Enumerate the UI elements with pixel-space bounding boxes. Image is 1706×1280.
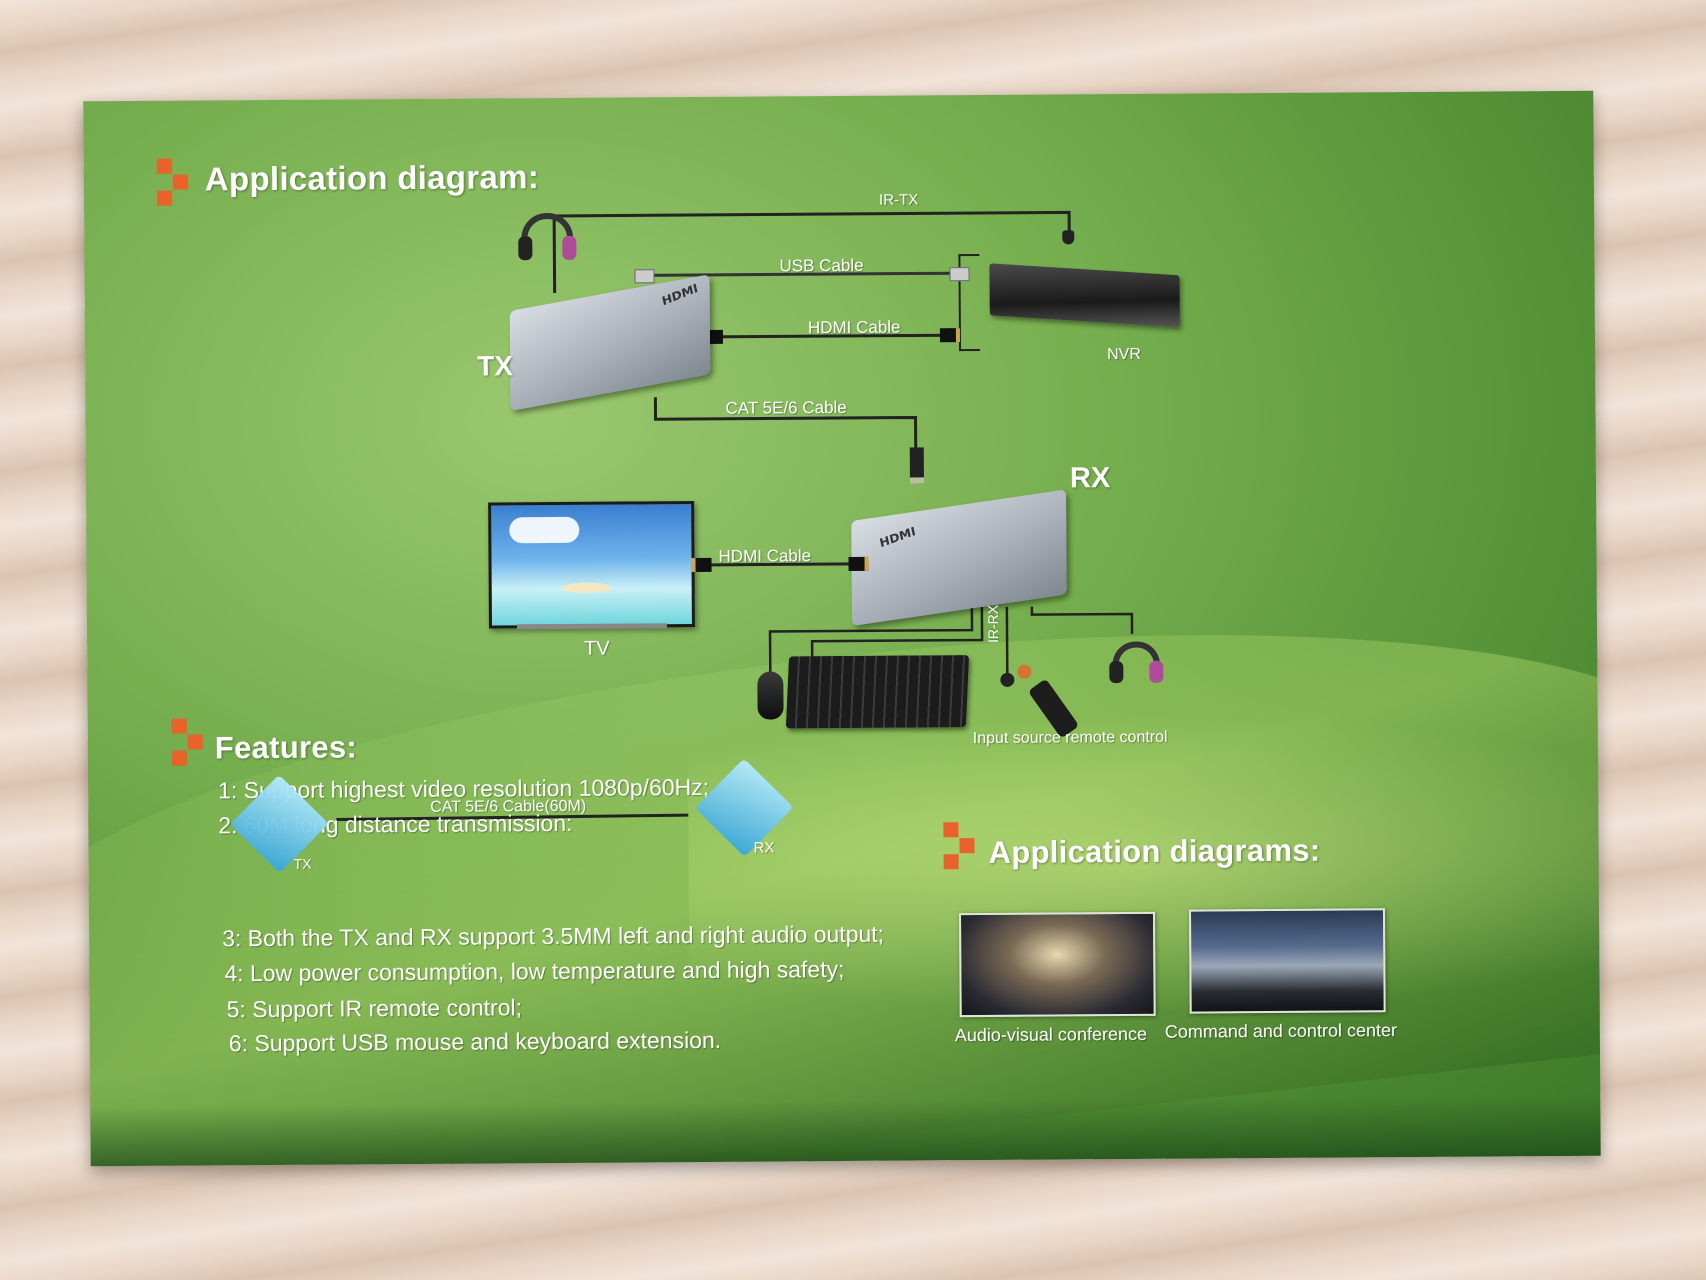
conference-caption: Audio-visual conference xyxy=(954,1023,1148,1046)
conference-photo xyxy=(958,911,1156,1018)
hdmi-plug-icon xyxy=(939,328,961,343)
features-heading: Features: xyxy=(214,729,358,766)
cat-cable-label: CAT 5E/6 Cable xyxy=(725,397,847,418)
ir-tx-label: IR-TX xyxy=(878,191,919,209)
tv-stand xyxy=(516,623,667,630)
usb-plug-icon xyxy=(949,267,970,282)
headphones-icon xyxy=(1109,641,1164,684)
ir-emitter-icon xyxy=(1062,230,1075,245)
orange-bullet-icon xyxy=(943,822,979,874)
mouse-icon xyxy=(757,671,784,720)
mini-cable-label: CAT 5E/6 Cable(60M) xyxy=(430,797,587,816)
rj45-plug-icon xyxy=(909,447,924,484)
keyboard-icon xyxy=(785,655,970,729)
application-diagrams-heading: Application diagrams: xyxy=(988,832,1321,870)
orange-bullet-icon xyxy=(171,718,208,770)
feature-item: 3: Both the TX and RX support 3.5MM left… xyxy=(222,920,885,952)
feature-item: 6: Support USB mouse and keyboard extens… xyxy=(228,1026,722,1057)
ir-rx-label: IR-RX xyxy=(984,604,1002,644)
product-box: Application diagram: IR-TX USB Cable xyxy=(83,90,1601,1167)
headphones-icon xyxy=(518,213,577,261)
ir-signal-icon xyxy=(1017,664,1032,679)
feature-item: 4: Low power consumption, low temperatur… xyxy=(224,955,845,987)
diagram-wiring xyxy=(336,210,1134,822)
mini-rx-label: RX xyxy=(753,839,775,857)
control-center-caption: Command and control center xyxy=(1164,1020,1398,1042)
nvr-label: NVR xyxy=(1107,345,1141,364)
hdmi-plug-icon xyxy=(848,556,869,571)
usb-plug-icon xyxy=(634,269,655,284)
tv-label: TV xyxy=(584,637,610,660)
remote-label: Input source remote control xyxy=(972,728,1168,748)
tx-label: TX xyxy=(477,350,514,382)
hdmi-cable-label: HDMI Cable xyxy=(718,546,812,566)
tv-screen xyxy=(488,501,695,629)
ir-receiver-icon xyxy=(1000,672,1015,687)
rx-label: RX xyxy=(1069,462,1111,495)
mini-tx-label: TX xyxy=(293,855,312,872)
usb-cable-label: USB Cable xyxy=(779,255,864,276)
hdmi-plug-icon xyxy=(691,557,712,573)
control-center-photo xyxy=(1188,908,1386,1014)
hdmi-cable-label: HDMI Cable xyxy=(807,317,901,338)
feature-item: 5: Support IR remote control; xyxy=(226,994,523,1023)
